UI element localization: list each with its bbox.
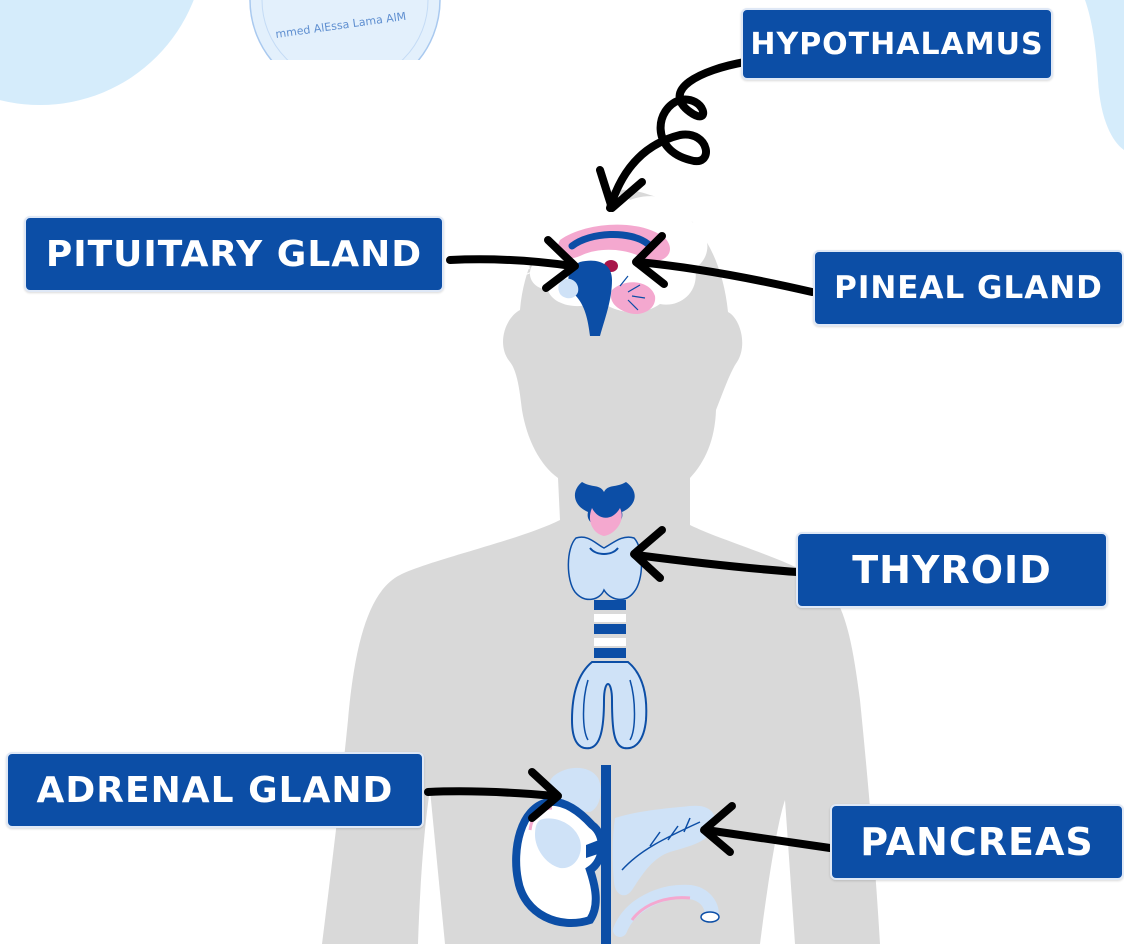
trachea-ring-4 bbox=[594, 638, 626, 646]
trachea-ring-1 bbox=[594, 600, 626, 610]
label-thyroid: THYROID bbox=[796, 532, 1108, 608]
label-pineal-gland: PINEAL GLAND bbox=[813, 250, 1124, 326]
label-pituitary-gland: PITUITARY GLAND bbox=[24, 216, 444, 292]
arrow-pituitary bbox=[450, 259, 572, 266]
trachea-ring-2 bbox=[594, 614, 626, 622]
label-hypothalamus: HYPOTHALAMUS bbox=[741, 8, 1053, 80]
arrow-adrenal bbox=[428, 791, 555, 796]
label-adrenal-gland: ADRENAL GLAND bbox=[6, 752, 424, 828]
label-pancreas: PANCREAS bbox=[830, 804, 1124, 880]
trachea-ring-5 bbox=[594, 648, 626, 658]
trachea-ring-3 bbox=[594, 624, 626, 634]
vena-cava bbox=[601, 765, 611, 944]
arrow-hypothalamus bbox=[610, 62, 745, 208]
intestine-end bbox=[701, 912, 719, 922]
